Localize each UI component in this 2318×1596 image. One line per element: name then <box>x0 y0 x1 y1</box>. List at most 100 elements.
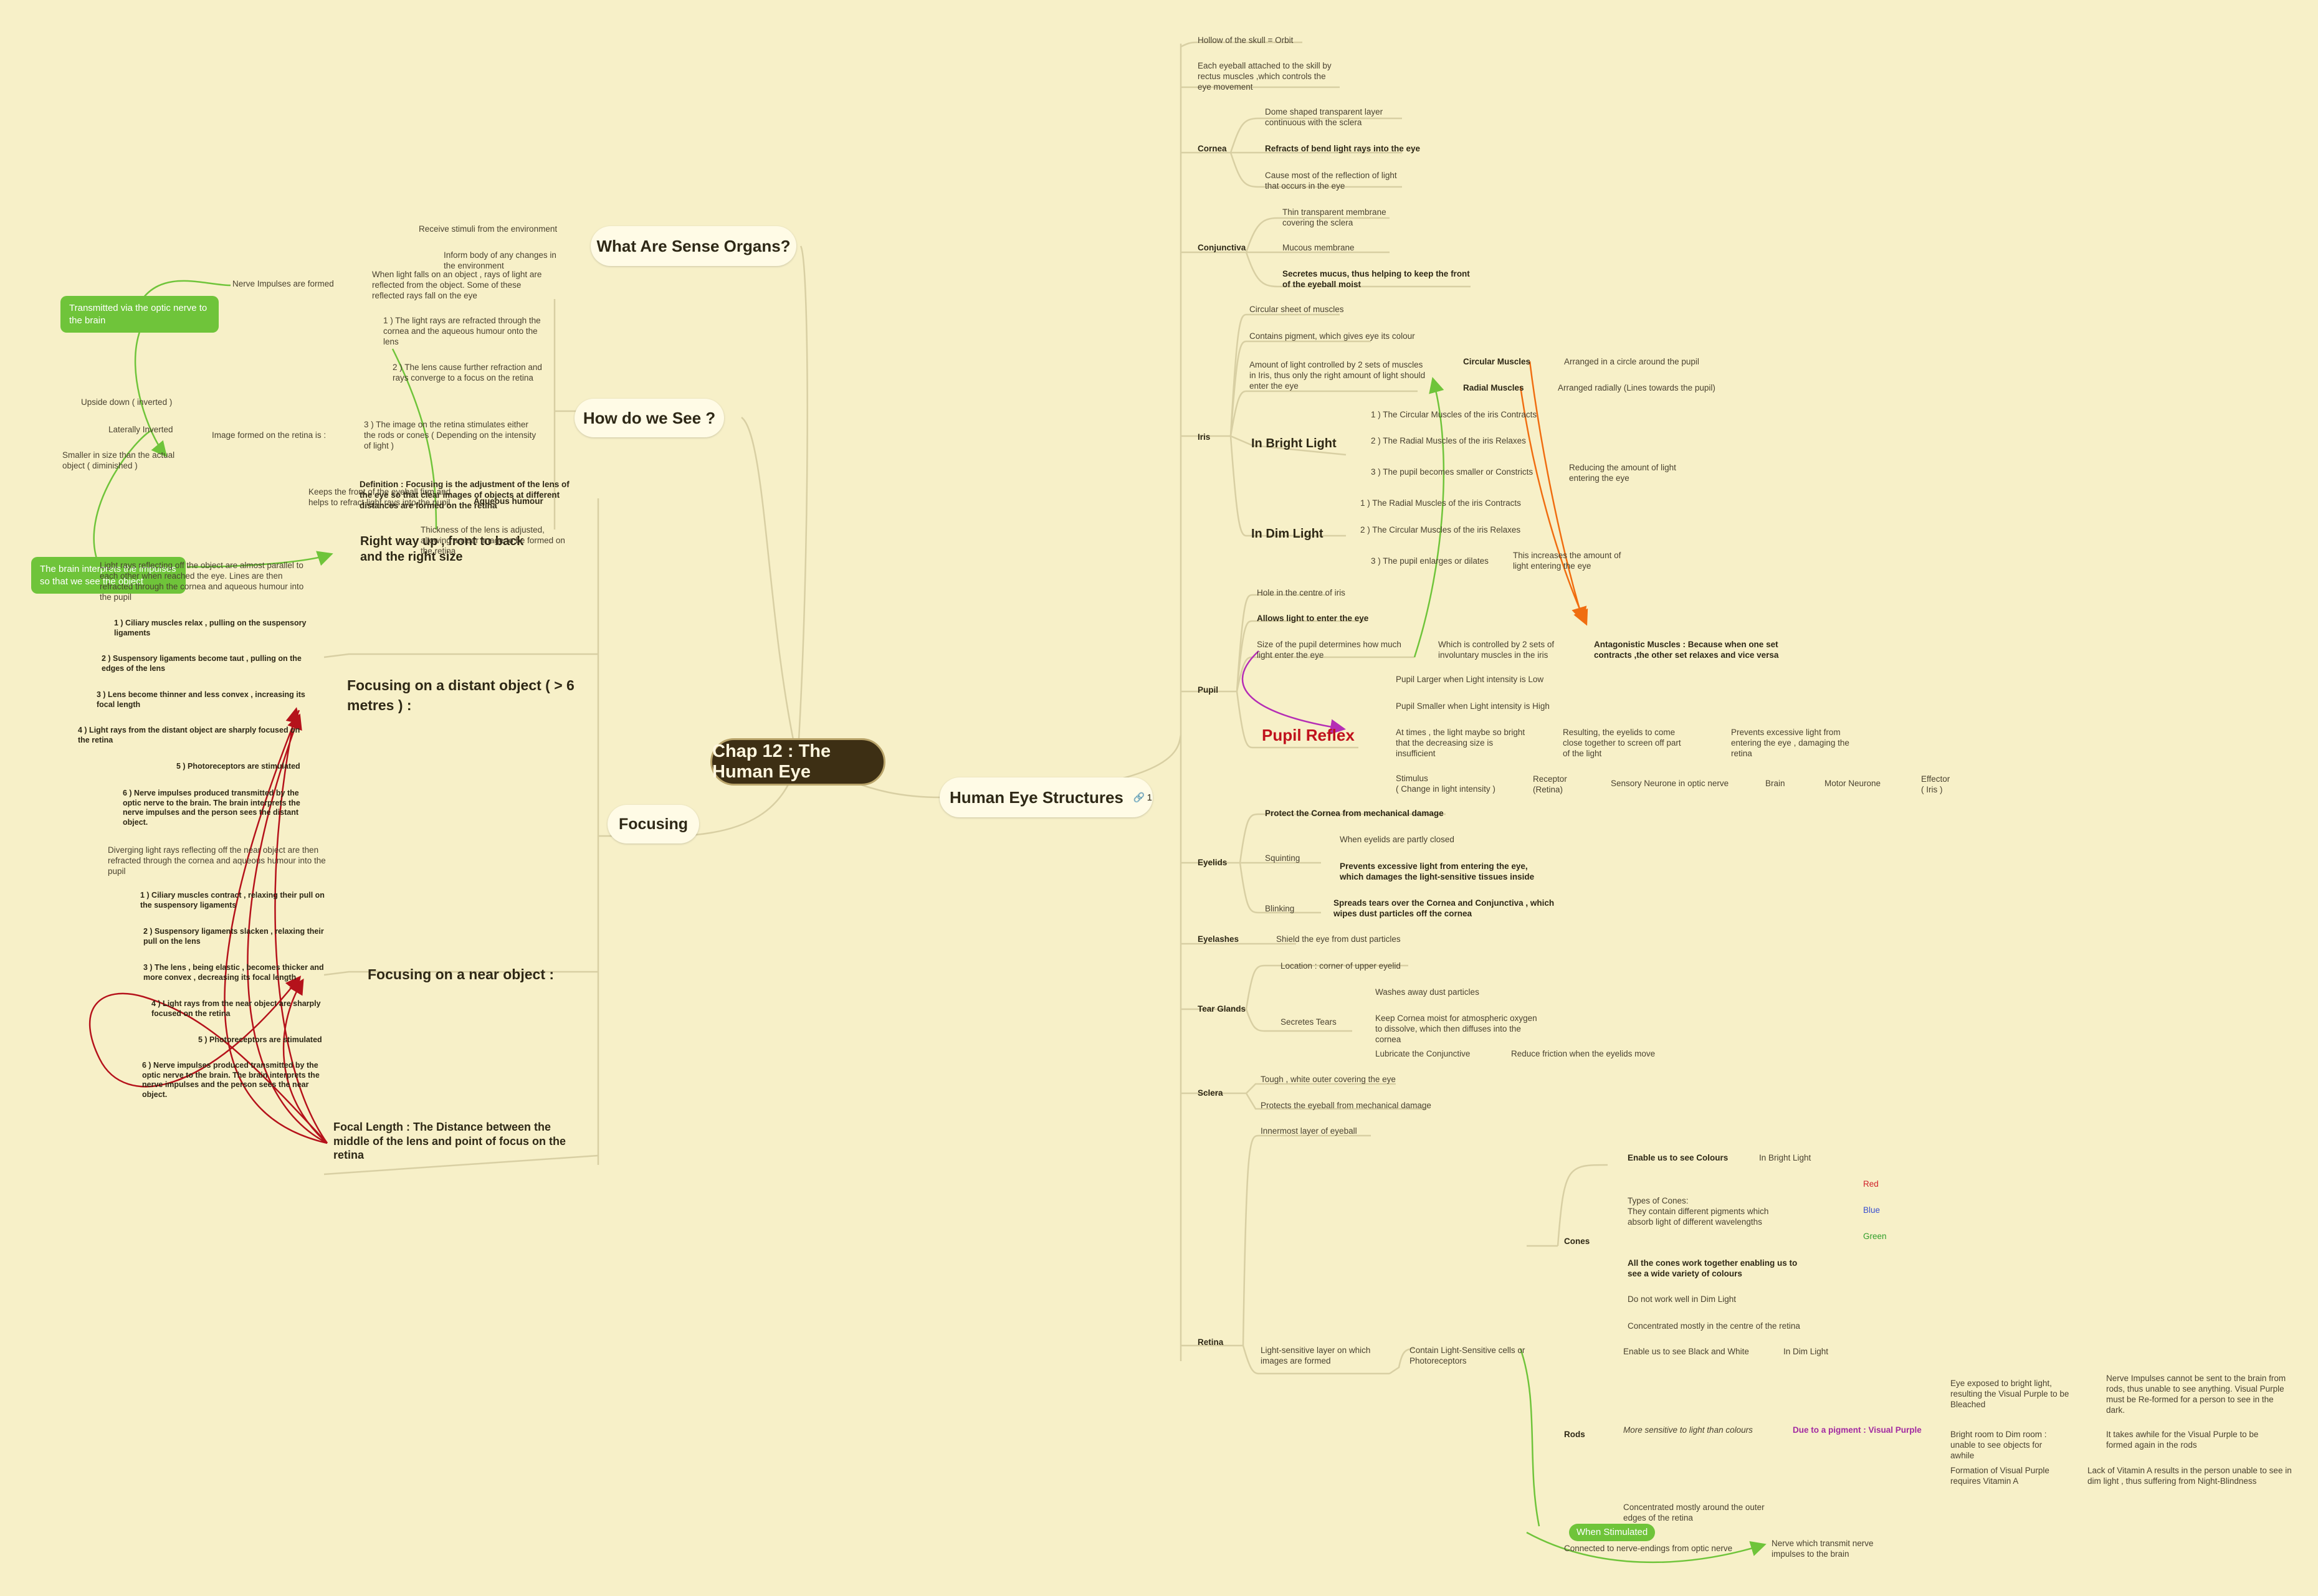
reflex-prevents: Prevents excessive light from entering t… <box>1731 728 1849 758</box>
tear-label[interactable]: Tear Glands <box>1198 1004 1246 1014</box>
how-see-intro: When light falls on an object , rays of … <box>372 270 542 300</box>
cornea-1: Dome shaped transparent layer continuous… <box>1265 107 1383 127</box>
iris-label[interactable]: Iris <box>1198 432 1211 442</box>
dim-note: This increases the amount of light enter… <box>1513 551 1621 571</box>
tear-location: Location : corner of upper eyelid <box>1281 961 1401 971</box>
retina-innermost: Innermost layer of eyeball <box>1261 1126 1357 1136</box>
cones-label: Cones <box>1564 1237 1590 1246</box>
rods-dim: In Dim Light <box>1783 1347 1829 1356</box>
image-prop-2: Laterally Inverted <box>108 425 173 434</box>
green-brain-interprets[interactable]: The brain interprets the impulses so tha… <box>31 557 186 594</box>
near-4: 4 ) Light rays from the near object are … <box>151 999 321 1018</box>
link-icon[interactable]: 🔗 <box>1133 792 1145 803</box>
visual-purple: Due to a pigment : Visual Purple <box>1793 1425 1922 1435</box>
cone-green: Green <box>1863 1232 1887 1241</box>
green-when-stimulated[interactable]: When Stimulated <box>1569 1524 1656 1541</box>
purple-3: Formation of Visual Purple requires Vita… <box>1950 1466 2049 1486</box>
arc-brain: Brain <box>1765 779 1785 788</box>
near-3: 3 ) The lens , being elastic , becomes t… <box>143 963 324 982</box>
cones-bright: In Bright Light <box>1759 1153 1811 1162</box>
iris-dim: In Dim Light <box>1251 527 1324 541</box>
bright-2: 2 ) The Radial Muscles of the iris Relax… <box>1371 436 1526 445</box>
iris-bright: In Bright Light <box>1251 437 1337 450</box>
pupil-2: Allows light to enter the eye <box>1257 614 1369 623</box>
conj-2: Mucous membrane <box>1282 243 1355 252</box>
pupil-label[interactable]: Pupil <box>1198 685 1218 695</box>
conj-1: Thin transparent membrane covering the s… <box>1282 207 1386 227</box>
root-node[interactable]: Chap 12 : The Human Eye <box>710 738 885 786</box>
pupil-1: Hole in the centre of iris <box>1257 588 1345 597</box>
focusing-thickness: Thickness of the lens is adjusted, allow… <box>421 525 565 556</box>
dim-2: 2 ) The Circular Muscles of the iris Rel… <box>1360 525 1521 534</box>
branch-sense-organs[interactable]: What Are Sense Organs? <box>591 226 796 266</box>
sclera-label[interactable]: Sclera <box>1198 1088 1223 1098</box>
stimulus: Stimulus ( Change in light intensity ) <box>1396 774 1495 794</box>
radial-desc: Arranged radially (Lines towards the pup… <box>1558 383 1715 392</box>
image-formed: Image formed on the retina is : <box>212 430 327 440</box>
image-prop-1: Upside down ( inverted ) <box>81 397 173 407</box>
cornea-label[interactable]: Cornea <box>1198 144 1227 153</box>
sclera-2: Protects the eyeball from mechanical dam… <box>1261 1101 1431 1110</box>
iris-3: Amount of light controlled by 2 sets of … <box>1249 360 1426 391</box>
secretes-tears: Secretes Tears <box>1281 1017 1337 1027</box>
sense-item-2: Inform body of any changes in the enviro… <box>444 250 556 270</box>
cones-types: Types of Cones: They contain different p… <box>1628 1196 1769 1227</box>
green-optic-nerve[interactable]: Transmitted via the optic nerve to the b… <box>60 296 219 333</box>
cone-blue: Blue <box>1863 1205 1881 1215</box>
cone-red: Red <box>1863 1179 1879 1189</box>
arc-receptor: Receptor (Retina) <box>1533 774 1567 794</box>
structures-title: Human Eye Structures <box>950 787 1123 807</box>
how-see-step2: 2 ) The lens cause further refraction an… <box>393 363 542 382</box>
aqueous-desc: Keeps the front of the eyeball firm and … <box>308 487 451 507</box>
arc-effector: Effector ( Iris ) <box>1921 774 1950 794</box>
near-6: 6 ) Nerve impulses produced transmitted … <box>142 1061 320 1099</box>
pupil-reflex: Pupil Reflex <box>1262 726 1355 744</box>
eyelids-label[interactable]: Eyelids <box>1198 858 1228 867</box>
blink-desc: Spreads tears over the Cornea and Conjun… <box>1333 898 1555 918</box>
arc-sensory: Sensory Neurone in optic nerve <box>1611 779 1729 788</box>
purple-note-2: It takes awhile for the Visual Purple to… <box>2106 1430 2259 1450</box>
orbit-note: Hollow of the skull = Orbit <box>1198 36 1294 45</box>
iris-1: Circular sheet of muscles <box>1249 305 1344 314</box>
cones-2: Do not work well in Dim Light <box>1628 1294 1737 1304</box>
bright-1: 1 ) The Circular Muscles of the iris Con… <box>1371 410 1537 419</box>
near-title: Focusing on a near object : <box>368 966 555 982</box>
reflex-2: Pupil Smaller when Light intensity is Hi… <box>1396 701 1550 711</box>
rods-concentrated: Concentrated mostly around the outer edg… <box>1623 1503 1765 1522</box>
distant-6: 6 ) Nerve impulses produced transmitted … <box>123 789 300 827</box>
dim-3: 3 ) The pupil enlarges or dilates <box>1371 556 1489 566</box>
purple-1: Eye exposed to bright light, resulting t… <box>1950 1379 2069 1409</box>
distant-3: 3 ) Lens become thinner and less convex … <box>97 690 305 709</box>
squint-1: When eyelids are partly closed <box>1340 835 1454 844</box>
branch-focusing[interactable]: Focusing <box>608 805 699 843</box>
reflex-resulting: Resulting, the eyelids to come close tog… <box>1563 728 1681 758</box>
conjunctiva-label[interactable]: Conjunctiva <box>1198 243 1246 252</box>
antagonistic: Antagonistic Muscles : Because when one … <box>1594 640 1779 660</box>
eyelashes-label[interactable]: Eyelashes <box>1198 934 1239 944</box>
squint-2: Prevents excessive light from entering t… <box>1340 862 1535 881</box>
tear-1: Washes away dust particles <box>1375 987 1479 997</box>
blinking: Blinking <box>1265 904 1295 913</box>
eyelashes-desc: Shield the eye from dust particles <box>1276 934 1401 944</box>
radial-muscles: Radial Muscles <box>1463 383 1524 392</box>
how-see-step1: 1 ) The light rays are refracted through… <box>383 316 541 346</box>
tear-3: Lubricate the Conjunctive <box>1375 1049 1471 1058</box>
cones-3: Concentrated mostly in the centre of the… <box>1628 1321 1800 1331</box>
link-count: 1 <box>1147 792 1152 803</box>
squinting: Squinting <box>1265 853 1300 863</box>
branch-structures[interactable]: Human Eye Structures 🔗 1 <box>940 777 1153 817</box>
branch-how-see[interactable]: How do we See ? <box>575 399 724 437</box>
retina-label[interactable]: Retina <box>1198 1337 1224 1347</box>
nerve-impulses-formed: Nerve Impulses are formed <box>232 279 334 288</box>
retina-layer: Light-sensitive layer on which images ar… <box>1261 1346 1371 1366</box>
distant-1: 1 ) Ciliary muscles relax , pulling on t… <box>114 619 307 637</box>
rods-label: Rods <box>1564 1430 1585 1439</box>
near-intro: Diverging light rays reflecting off the … <box>108 845 326 876</box>
pupil-controlled: Which is controlled by 2 sets of involun… <box>1438 640 1555 660</box>
bright-3: 3 ) The pupil becomes smaller or Constri… <box>1371 467 1533 477</box>
pupil-3: Size of the pupil determines how much li… <box>1257 640 1401 660</box>
image-prop-3: Smaller in size than the actual object (… <box>62 450 175 470</box>
how-see-step3: 3 ) The image on the retina stimulates e… <box>364 420 537 450</box>
